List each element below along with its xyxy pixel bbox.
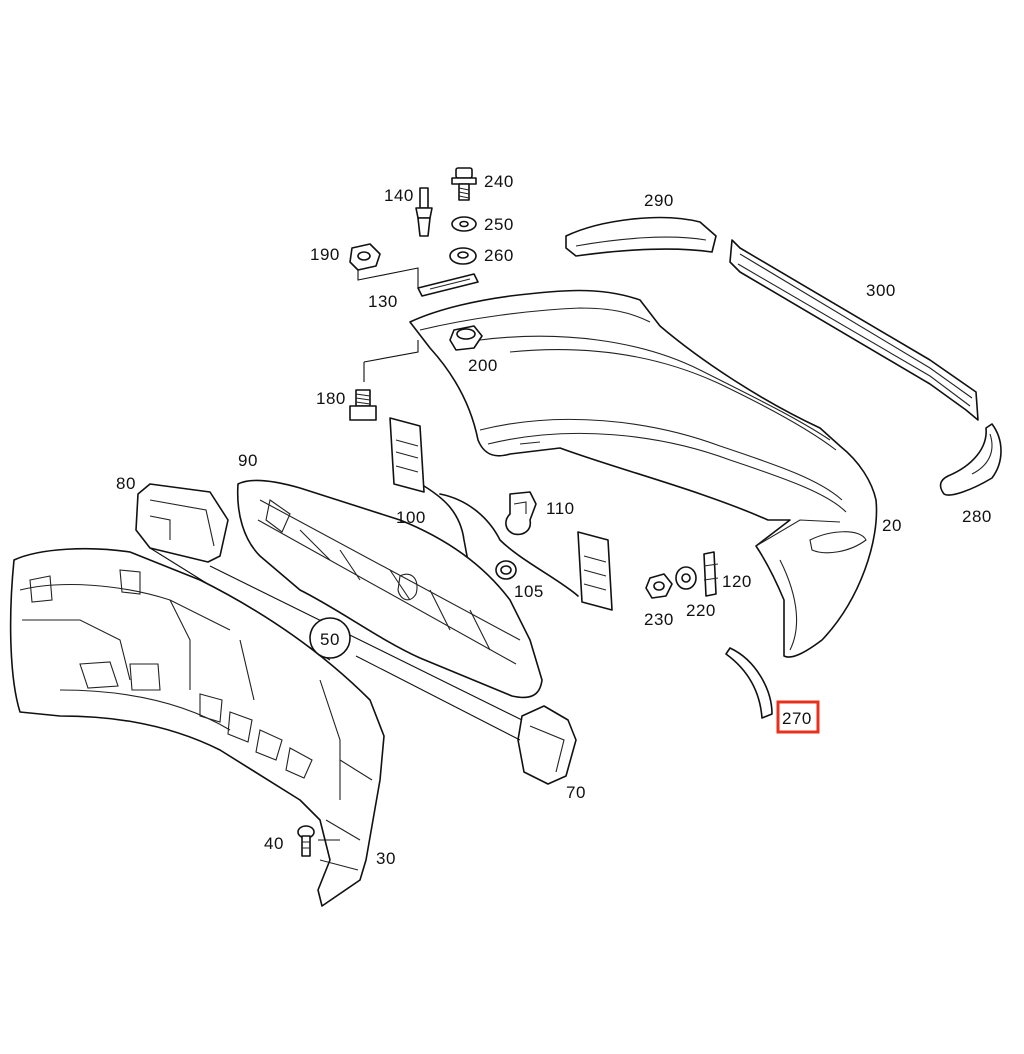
callout-110: 110: [546, 499, 575, 518]
callout-70: 70: [566, 783, 586, 802]
callout-250: 250: [484, 215, 514, 234]
part-280-end-trim: [939, 423, 1002, 496]
part-130-bracket: [417, 273, 479, 297]
callout-120: 120: [722, 572, 752, 591]
part-120-bracket: [703, 551, 719, 597]
callout-230: 230: [644, 610, 674, 629]
part-230-nut: [645, 573, 673, 599]
callout-40: 40: [264, 834, 284, 853]
callout-260: 260: [484, 246, 514, 265]
part-300-long-strip: [729, 239, 979, 421]
part-70-mount-bracket: [517, 705, 577, 785]
callout-180: 180: [316, 389, 346, 408]
part-200-nut: [449, 325, 483, 351]
part-240-bolt: [451, 167, 477, 201]
part-30-reinforcement: [9, 547, 385, 907]
callout-140: 140: [384, 186, 414, 205]
part-105-grommet: [495, 560, 517, 580]
callout-50-circle: [309, 617, 351, 659]
callout-280: 280: [962, 507, 992, 526]
part-190-clip-nut: [349, 243, 381, 271]
callout-50: 50: [320, 630, 340, 649]
callout-240: 240: [484, 172, 514, 191]
callout-270: 270: [782, 709, 812, 728]
callout-105: 105: [514, 582, 544, 601]
part-140-pin: [415, 187, 433, 237]
part-40-push-clip: [297, 825, 315, 857]
part-90-energy-absorber: [236, 479, 543, 699]
part-260-washer: [449, 247, 477, 265]
part-110-clip: [505, 491, 537, 536]
part-100-bracket-wiring: [389, 417, 613, 611]
part-270-arch-trim: [725, 647, 773, 719]
callout-80: 80: [116, 474, 136, 493]
callout-30: 30: [376, 849, 396, 868]
callout-20: 20: [882, 516, 902, 535]
part-290-trim-strip: [565, 216, 717, 257]
callout-300: 300: [866, 281, 896, 300]
callout-130: 130: [368, 292, 398, 311]
part-180-screw: [349, 389, 377, 421]
callout-220: 220: [686, 601, 716, 620]
callout-190: 190: [310, 245, 340, 264]
part-80-mount-bracket: [135, 483, 229, 563]
part-250-washer: [451, 216, 477, 232]
part-20-bumper-cover: [409, 289, 878, 658]
callout-270-highlight-box: [776, 700, 820, 734]
callout-290: 290: [644, 191, 674, 210]
callout-200: 200: [468, 356, 498, 375]
callout-100: 100: [396, 508, 426, 527]
part-220-washer: [675, 566, 697, 590]
callout-90: 90: [238, 451, 258, 470]
